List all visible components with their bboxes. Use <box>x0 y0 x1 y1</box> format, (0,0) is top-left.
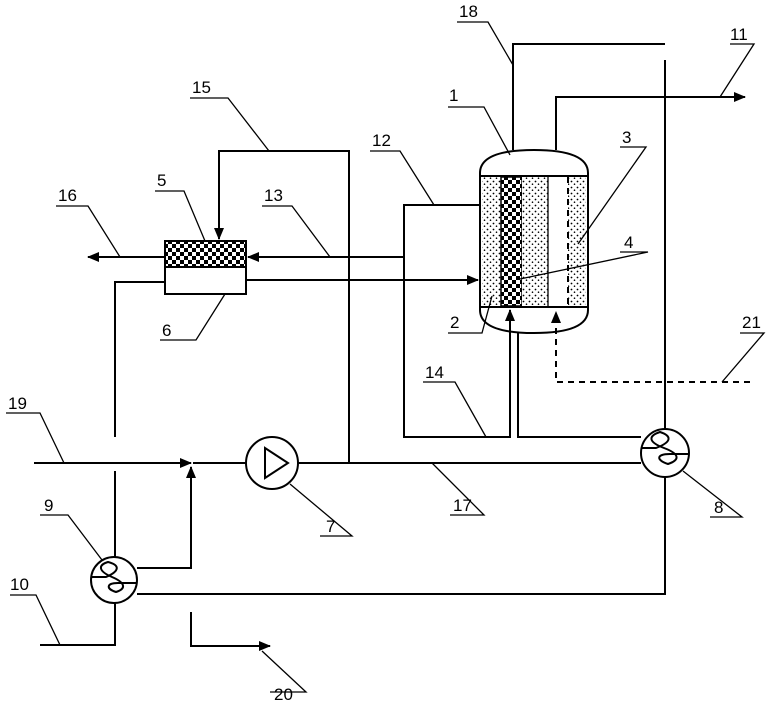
label-11: 11 <box>730 25 748 44</box>
label-7: 7 <box>326 517 335 536</box>
membrane-zone-4 <box>500 176 523 307</box>
label-1: 1 <box>449 86 458 105</box>
labels: 1 2 3 4 5 6 7 8 9 10 11 12 13 14 15 16 1… <box>8 2 761 704</box>
process-lines <box>34 43 750 651</box>
label-9: 9 <box>44 496 53 515</box>
label-14: 14 <box>425 363 444 382</box>
label-12: 12 <box>372 131 391 150</box>
label-6: 6 <box>162 321 171 340</box>
label-3: 3 <box>622 128 631 147</box>
label-2: 2 <box>450 313 459 332</box>
label-4: 4 <box>624 233 633 252</box>
label-16: 16 <box>58 186 77 205</box>
label-20: 20 <box>274 685 293 704</box>
label-17: 17 <box>453 496 472 515</box>
catalyst-zone-2 <box>482 177 501 306</box>
label-8: 8 <box>714 498 723 517</box>
leader-lines <box>6 21 766 693</box>
label-19: 19 <box>8 394 27 413</box>
reactor-vessel <box>479 148 589 335</box>
heat-exchanger-9 <box>90 556 138 604</box>
pump-7 <box>245 436 299 490</box>
separator-unit <box>164 240 247 295</box>
label-10: 10 <box>10 575 29 594</box>
heat-exchanger-8 <box>640 428 690 478</box>
label-21: 21 <box>742 313 761 332</box>
label-18: 18 <box>459 2 478 21</box>
separator-top-5 <box>164 240 247 268</box>
label-15: 15 <box>192 78 211 97</box>
label-5: 5 <box>157 171 166 190</box>
separator-bottom-6 <box>164 266 247 295</box>
label-13: 13 <box>264 186 283 205</box>
inner-tube <box>548 177 568 306</box>
